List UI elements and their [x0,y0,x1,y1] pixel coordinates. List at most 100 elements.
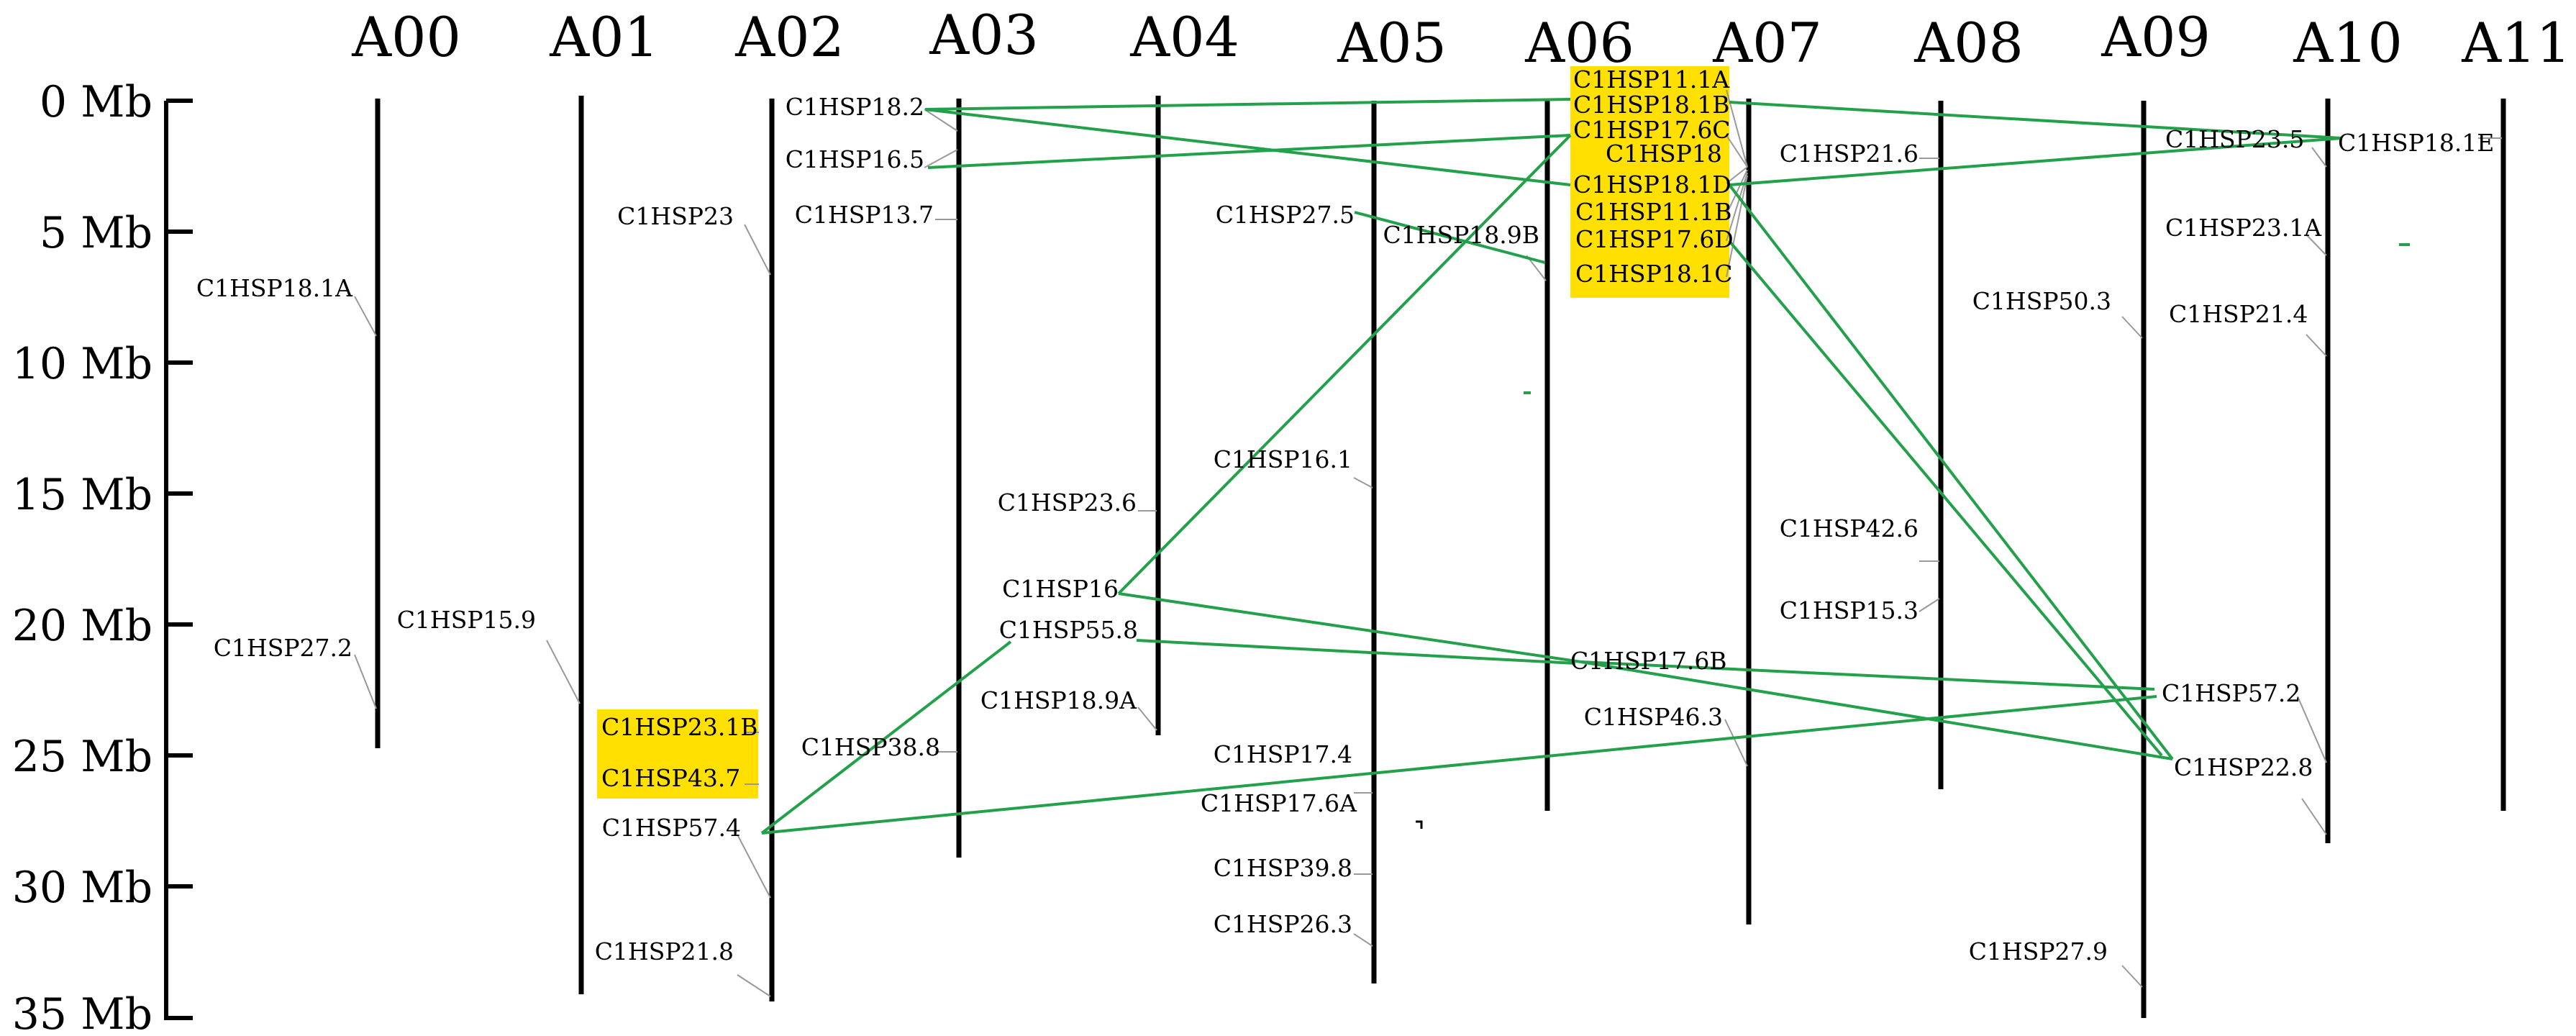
tick-mark [1416,820,1423,829]
gene-label: C1HSP23.1A [2165,214,2322,242]
synteny-link [761,695,2157,835]
gene-label: C1HSP23 [617,202,734,230]
gene-label: C1HSP13.7 [795,201,934,229]
leader-line [2306,334,2327,357]
chromosomes [375,96,2506,1018]
chrom-label-A11: A11 [2461,11,2571,75]
synteny-link [1580,660,2173,760]
synteny-link [1729,137,2342,186]
axis-label-15: 15 Mb [12,470,153,520]
gene-label: C1HSP18.1D [1573,171,1731,199]
leader-line [1137,706,1157,731]
leader-lines [354,89,2502,997]
gene-label: C1HSP16.1 [1214,445,1352,473]
synteny-link [1729,101,2342,140]
gene-labels: C1HSP18.1A C1HSP27.2 C1HSP15.9 C1HSP23.1… [196,65,2495,965]
highlight-box-a07-cluster [1570,66,1729,298]
gene-label: C1HSP17.6D [1575,225,1734,253]
highlight-box-a01-cluster [597,709,758,799]
mb-axis: 0 Mb 5 Mb 10 Mb 15 Mb 20 Mb 25 Mb 30 Mb … [12,77,193,1036]
leader-line [1353,477,1373,489]
leader-line [546,640,581,704]
chrom-label-A02: A02 [734,5,845,69]
synteny-link [1117,134,1572,595]
gene-label: C1HSP18.1A [196,274,353,302]
synteny-link [927,134,1571,169]
gene-label: C1HSP21.8 [595,937,734,965]
leader-line [924,109,958,132]
synteny-link [1136,639,1576,665]
gene-label: C1HSP46.3 [1584,703,1723,731]
chrom-label-A06: A06 [1524,11,1634,75]
leader-line [1919,598,1940,612]
chromosome-labels: A00 A01 A02 A03 A04 A05 A06 A07 A08 A09 … [351,3,2571,75]
chrom-label-A03: A03 [929,3,1039,67]
leader-line [1726,166,1748,184]
synteny-link [1118,592,1582,663]
gene-label: C1HSP23.5 [2165,125,2304,153]
axis-label-20: 20 Mb [12,601,153,651]
leader-line [1726,135,1748,168]
gene-label: C1HSP23.1B [601,713,758,741]
gene-label: C1HSP43.7 [601,764,740,792]
gene-label: C1HSP21.6 [1780,140,1919,168]
leader-line [2311,147,2327,168]
gene-label: C1HSP18.1C [1575,260,1733,288]
gene-label: C1HSP55.8 [999,616,1138,644]
gene-label: C1HSP15.3 [1780,596,1919,624]
synteny-link [1728,240,2163,757]
synteny-link [924,108,1571,186]
leader-line [744,224,771,276]
leader-line [924,149,958,168]
highlight-boxes [597,66,1729,799]
gene-label: C1HSP18.1E [2338,129,2494,157]
gene-label: C1HSP27.5 [1216,201,1355,229]
gene-label: C1HSP11.1B [1575,198,1732,226]
leader-line [1724,719,1748,767]
leader-line [2306,234,2327,256]
leader-line [737,974,771,997]
gene-label: C1HSP42.6 [1780,514,1919,542]
gene-label: C1HSP18 [1606,140,1722,168]
chrom-label-A05: A05 [1337,11,1447,75]
leader-line [737,834,771,899]
gene-label: C1HSP17.6B [1570,647,1727,675]
gene-label: C1HSP26.3 [1214,910,1352,938]
gene-label: C1HSP11.1A [1573,65,1730,94]
gene-label: C1HSP50.3 [1972,287,2111,315]
gene-label: C1HSP17.6C [1573,116,1731,144]
chrom-label-A09: A09 [2101,5,2211,69]
axis-label-30: 30 Mb [12,863,153,913]
synteny-link [1580,660,2155,691]
axis-label-35: 35 Mb [12,989,153,1036]
synteny-links [760,98,2410,835]
synteny-link [1728,183,2174,760]
leader-line [354,654,377,709]
synteny-link [924,98,1571,111]
chrom-label-A00: A00 [351,5,461,69]
gene-label: C1HSP57.2 [2162,679,2300,707]
gene-label: C1HSP27.2 [214,634,352,662]
gene-label: C1HSP39.8 [1214,854,1352,882]
chrom-label-A07: A07 [1712,11,1822,75]
gene-label: C1HSP18.2 [786,93,924,121]
axis-label-0: 0 Mb [40,77,153,127]
gene-label: C1HSP21.4 [2169,300,2308,328]
gene-label: C1HSP16.5 [786,145,924,173]
synteny-link [1354,211,1546,264]
chrom-label-A01: A01 [549,5,659,69]
gene-label: C1HSP57.4 [602,814,741,842]
axis-label-10: 10 Mb [12,339,153,389]
leader-line [1353,933,1373,947]
gene-label: C1HSP27.9 [1969,937,2108,965]
gene-label: C1HSP23.6 [998,489,1137,517]
gene-label: C1HSP38.8 [801,733,940,761]
gene-label: C1HSP16 [1002,575,1119,603]
leader-line [1726,169,1748,215]
synteny-link [760,640,1012,835]
leader-line [2297,696,2327,763]
gene-label: C1HSP18.1B [1573,91,1730,119]
leader-line [354,296,377,337]
leader-line [2121,965,2143,988]
leader-line [2301,798,2327,835]
